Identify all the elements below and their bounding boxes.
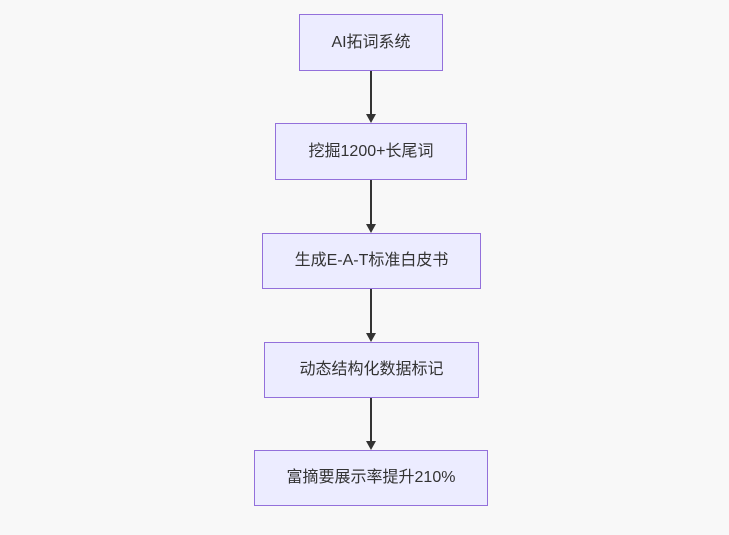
node-longtail-keyword-mining: 挖掘1200+长尾词 xyxy=(275,123,467,180)
node-label: AI拓词系统 xyxy=(331,33,411,51)
node-rich-snippet-result: 富摘要展示率提升210% xyxy=(254,450,488,506)
arrowhead-down-icon xyxy=(366,224,376,233)
arrow-shaft xyxy=(370,398,372,441)
arrow-shaft xyxy=(370,71,372,114)
arrow-down-2 xyxy=(366,180,376,233)
node-ai-keyword-system: AI拓词系统 xyxy=(299,14,443,71)
arrowhead-down-icon xyxy=(366,333,376,342)
arrow-down-3 xyxy=(366,289,376,342)
node-label: 富摘要展示率提升210% xyxy=(286,469,456,486)
node-label: 挖掘1200+长尾词 xyxy=(308,142,434,160)
arrow-down-4 xyxy=(366,398,376,450)
arrowhead-down-icon xyxy=(366,441,376,450)
arrowhead-down-icon xyxy=(366,114,376,123)
node-label: 生成E-A-T标准白皮书 xyxy=(294,252,449,269)
arrow-down-1 xyxy=(366,71,376,123)
arrow-shaft xyxy=(370,180,372,224)
node-label: 动态结构化数据标记 xyxy=(299,361,444,378)
node-structured-data-markup: 动态结构化数据标记 xyxy=(264,342,479,398)
node-eat-whitepaper: 生成E-A-T标准白皮书 xyxy=(262,233,481,289)
arrow-shaft xyxy=(370,289,372,333)
